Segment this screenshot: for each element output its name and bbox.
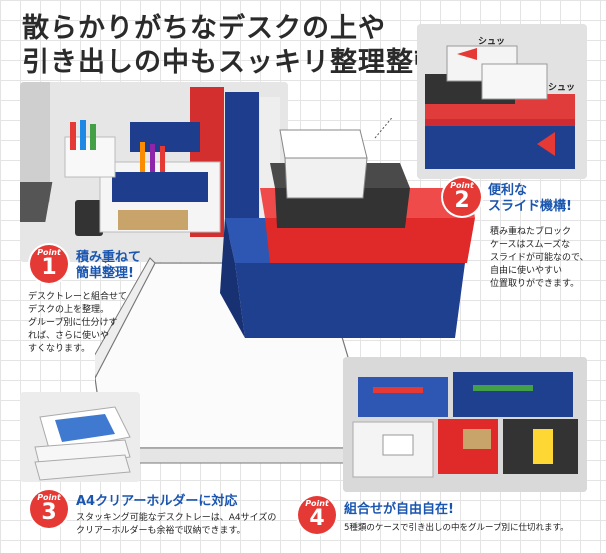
point-3-number: 3 bbox=[41, 500, 57, 525]
point-1-desc-line: グループ別に仕分けす bbox=[28, 318, 118, 328]
point-4-desc-line: 5種類のケースで引き出しの中をグループ別に仕切れます。 bbox=[344, 523, 569, 533]
point-1-badge: Point 1 bbox=[30, 245, 68, 283]
point-3-description: スタッキング可能なデスクトレーは、A4サイズの クリアーホルダーも余裕で収納でき… bbox=[76, 512, 276, 538]
clear-holder-photo bbox=[20, 392, 140, 482]
point-1-description: デスクトレーと組合せて デスクの上を整理。 グループ別に仕分けす れば、さらに使… bbox=[28, 291, 127, 356]
sound-effect-side: シュッ bbox=[548, 83, 576, 93]
clear-holder-illustration bbox=[20, 392, 140, 482]
point-4-label: Point bbox=[305, 499, 329, 508]
point-2-desc-line: スライドが可能なので、 bbox=[490, 253, 589, 263]
point-3-badge: Point 3 bbox=[30, 490, 68, 528]
desk-photo bbox=[20, 82, 288, 262]
point-1-number: 1 bbox=[41, 255, 57, 280]
drawer-photo bbox=[343, 357, 587, 492]
point-1-title-line-1: 積み重ねて bbox=[76, 250, 142, 265]
point-1-desc-line: デスクの上を整理。 bbox=[28, 305, 110, 315]
point-2-desc-line: 位置取りができます。 bbox=[490, 279, 580, 289]
point-4-description: 5種類のケースで引き出しの中をグループ別に仕切れます。 bbox=[344, 522, 569, 535]
point-2-description: 積み重ねたブロック ケースはスムーズな スライドが可能なので、 自由に使いやすい… bbox=[490, 226, 589, 291]
point-3-desc-line: スタッキング可能なデスクトレーは、A4サイズの bbox=[76, 513, 277, 523]
point-1-desc-line: デスクトレーと組合せて bbox=[28, 292, 128, 302]
slide-photo-illustration bbox=[417, 24, 587, 179]
point-3-desc-line: クリアーホルダーも余裕で収納できます。 bbox=[76, 526, 246, 536]
point-1-desc-line: れば、さらに使いや bbox=[28, 331, 110, 341]
headline-line-1: 散らかりがちなデスクの上や bbox=[22, 13, 386, 44]
point-1-label: Point bbox=[37, 248, 61, 257]
point-2-title-line-2: スライド機構! bbox=[488, 199, 572, 214]
point-2-desc-line: 自由に使いやすい bbox=[490, 266, 563, 276]
desk-photo-illustration bbox=[20, 82, 288, 262]
point-2-label: Point bbox=[450, 181, 474, 190]
point-1-title: 積み重ねて 簡単整理! bbox=[76, 250, 141, 282]
drawer-photo-illustration bbox=[343, 357, 587, 492]
point-4-title: 組合せが自由自在! bbox=[344, 502, 454, 517]
point-2-number: 2 bbox=[454, 188, 470, 213]
slide-photo bbox=[417, 24, 587, 179]
product-stack-illustration bbox=[95, 118, 475, 464]
point-2-desc-line: 積み重ねたブロック bbox=[490, 227, 572, 237]
point-2-title: 便利な スライド機構! bbox=[488, 183, 572, 215]
point-3-label: Point bbox=[37, 493, 61, 502]
point-2-title-line-1: 便利な bbox=[488, 183, 528, 198]
headline-line-2: 引き出しの中もスッキリ整理整頓! bbox=[22, 47, 456, 78]
point-3-title: A4クリアーホルダーに対応 bbox=[76, 494, 238, 509]
sound-effect-top: シュッ bbox=[478, 37, 506, 47]
point-4-badge: Point 4 bbox=[298, 496, 336, 534]
point-2-desc-line: ケースはスムーズな bbox=[490, 240, 571, 250]
point-4-number: 4 bbox=[309, 506, 325, 531]
point-2-badge: Point 2 bbox=[443, 178, 481, 216]
point-1-desc-line: すくなります。 bbox=[28, 344, 91, 354]
point-1-title-line-2: 簡単整理! bbox=[76, 266, 134, 281]
